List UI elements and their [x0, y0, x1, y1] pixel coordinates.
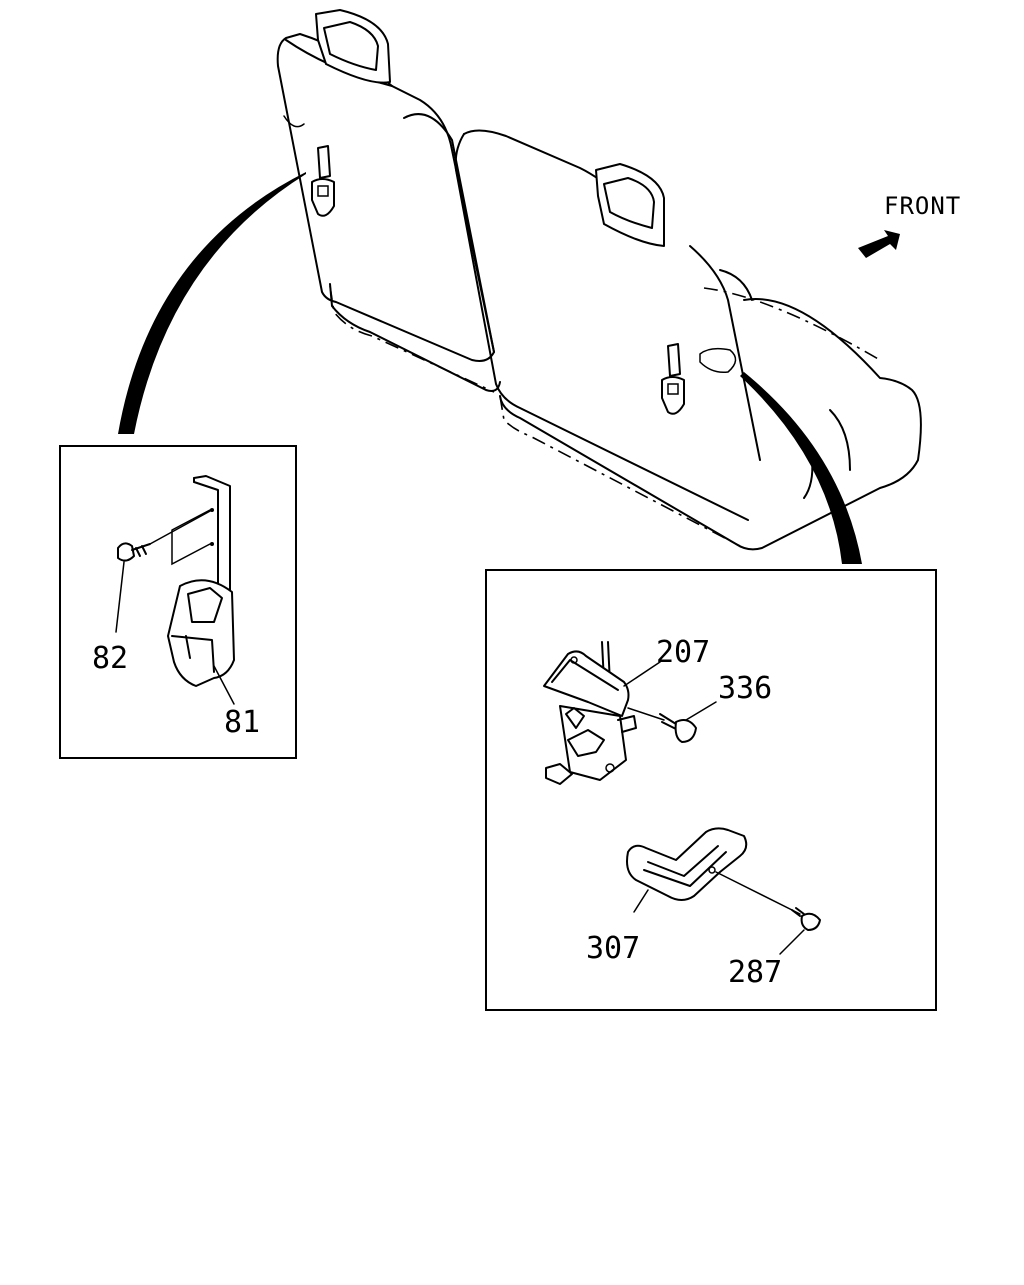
latch-mechanism-207 [543, 641, 637, 785]
seatback-latch-right [661, 343, 685, 415]
left-inset: 82 81 [59, 445, 297, 759]
front-arrow-icon [858, 230, 900, 258]
part-number-336: 336 [718, 671, 772, 706]
seatback-latch-left [311, 145, 335, 217]
left-inset-frame [59, 445, 297, 759]
front-direction-indicator: FRONT [858, 192, 961, 258]
buckle-81 [167, 579, 235, 687]
screw-287 [715, 871, 821, 955]
part-number-82: 82 [92, 641, 128, 676]
right-inset-frame [485, 569, 937, 1011]
part-number-207: 207 [656, 635, 710, 670]
part-number-81: 81 [224, 705, 260, 740]
screw-82 [117, 509, 213, 562]
rear-seat-assembly [118, 9, 922, 564]
part-number-307: 307 [586, 931, 640, 966]
front-label: FRONT [884, 192, 961, 220]
bracket-307 [626, 827, 748, 913]
right-inset: 207 336 307 287 [485, 569, 937, 1011]
bolt-336 [627, 701, 717, 743]
part-number-287: 287 [728, 955, 782, 990]
